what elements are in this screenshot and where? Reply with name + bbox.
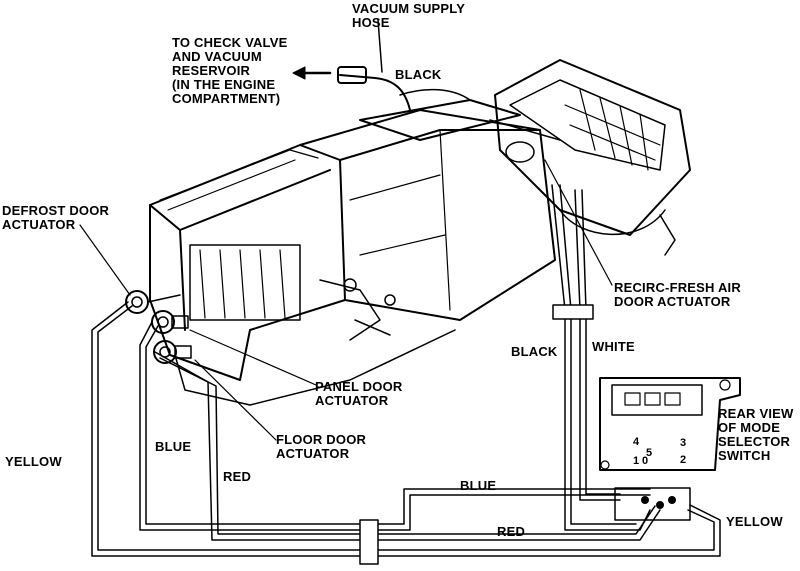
- label-rear-view-mode-selector: REAR VIEW OF MODE SELECTOR SWITCH: [718, 406, 794, 463]
- label-white-right: WHITE: [592, 339, 635, 354]
- label-to-check-valve: TO CHECK VALVE AND VACUUM RESERVOIR (IN …: [172, 35, 288, 106]
- label-red-bottom: RED: [497, 524, 526, 539]
- defrost-door-actuator: [125, 290, 181, 314]
- label-panel-door-actuator: PANEL DOOR ACTUATOR: [315, 379, 403, 408]
- leader-lines: [79, 159, 613, 441]
- label-yellow-right: YELLOW: [726, 514, 783, 529]
- label-blue-left: BLUE: [155, 439, 192, 454]
- label-recirc-fresh-air: RECIRC-FRESH AIR DOOR ACTUATOR: [614, 280, 741, 309]
- switch-port-3: 3: [680, 437, 687, 449]
- hose-harness: [91, 184, 721, 565]
- switch-port-1: 1: [633, 455, 640, 467]
- direction-arrow: [292, 66, 332, 80]
- label-vacuum-supply-hose: VACUUM SUPPLY HOSE: [352, 1, 466, 30]
- floor-door-actuator: [153, 340, 192, 364]
- label-red-mid: RED: [223, 469, 252, 484]
- switch-port-0: 0: [642, 455, 649, 467]
- switch-port-5: 5: [646, 447, 653, 459]
- switch-port-4: 4: [633, 436, 640, 448]
- hvac-housing: [149, 88, 556, 406]
- label-defrost-door-actuator: DEFROST DOOR ACTUATOR: [2, 203, 110, 232]
- switch-port-2: 2: [680, 454, 687, 466]
- label-black-right: BLACK: [511, 344, 558, 359]
- label-yellow-left: YELLOW: [5, 454, 62, 469]
- label-blue-bottom: BLUE: [460, 478, 497, 493]
- label-floor-door-actuator: FLOOR DOOR ACTUATOR: [276, 432, 367, 461]
- panel-door-actuator: [151, 310, 189, 334]
- label-black-supply: BLACK: [395, 67, 442, 82]
- vacuum-supply-hose: [337, 19, 411, 111]
- mode-selector-switch: [599, 377, 741, 521]
- blower-housing: [489, 59, 691, 256]
